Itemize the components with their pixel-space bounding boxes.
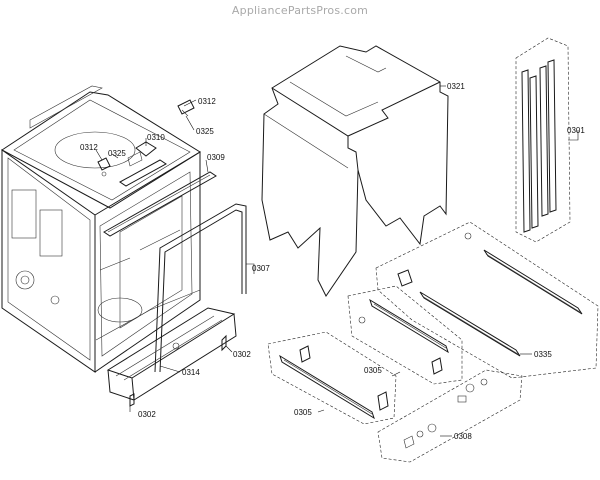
label-0312-lower: 0312 <box>80 143 98 152</box>
label-0302-right: 0302 <box>233 350 251 359</box>
part-0305-slide-group-upper <box>347 285 463 385</box>
label-0305-lower: 0305 <box>294 408 312 417</box>
label-0314: 0314 <box>182 368 200 377</box>
part-0305-slide-group-lower <box>267 331 397 425</box>
label-0335: 0335 <box>534 350 552 359</box>
part-0314-base-tray <box>106 307 237 401</box>
part-0307-door-gasket <box>154 203 247 373</box>
leader-lines <box>95 85 579 437</box>
label-0310: 0310 <box>147 133 165 142</box>
label-0325-lower: 0325 <box>108 149 126 158</box>
part-0302-screw-b <box>129 393 135 407</box>
label-0305-upper: 0305 <box>364 366 382 375</box>
label-0302-bottom: 0302 <box>138 410 156 419</box>
dishwasher-tub <box>1 85 201 373</box>
label-0325-upper: 0325 <box>196 127 214 136</box>
part-0335-rack-rail-set <box>375 221 599 379</box>
part-0301-side-rails <box>515 37 571 243</box>
part-0321-insulation-blanket <box>261 45 449 297</box>
label-0301: 0301 <box>567 126 585 135</box>
label-0307: 0307 <box>252 264 270 273</box>
part-0312-clip-upper <box>177 99 195 117</box>
part-0309-top-gasket <box>103 171 217 237</box>
label-0321: 0321 <box>447 82 465 91</box>
part-0312-clip-lower <box>97 157 111 177</box>
label-0312-upper: 0312 <box>198 97 216 106</box>
part-0310-hinge-bracket <box>119 141 167 187</box>
label-0309: 0309 <box>207 153 225 162</box>
label-0308: 0308 <box>454 432 472 441</box>
part-0308-small-parts-kit <box>377 369 523 463</box>
watermark: AppliancePartsPros.com <box>231 4 369 17</box>
